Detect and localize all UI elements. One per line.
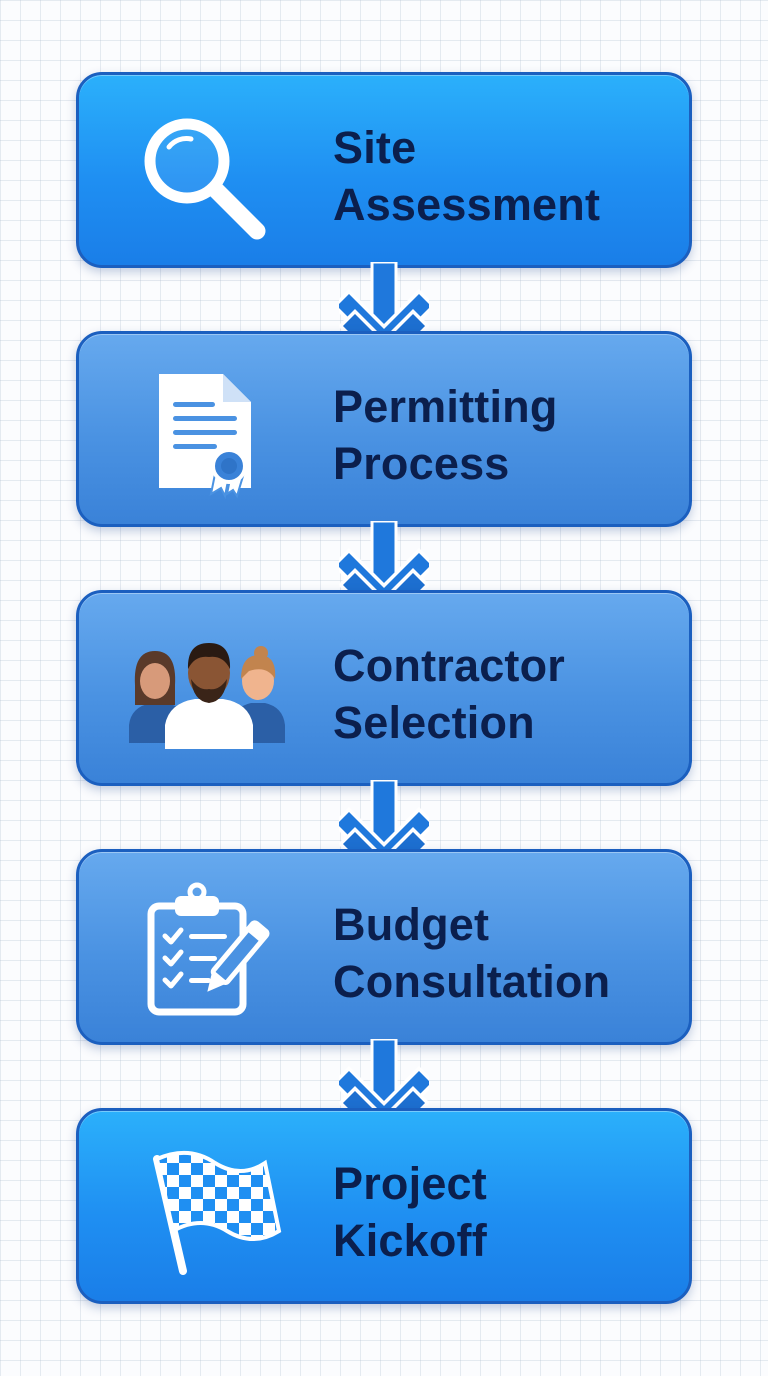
step-label-line1: Contractor [333, 640, 566, 691]
step-contractor-selection: Contractor Selection [76, 590, 692, 786]
step-label-line2: Selection [333, 697, 535, 748]
step-permitting-process: Permitting Process [76, 331, 692, 527]
step-label-line2: Kickoff [333, 1215, 487, 1266]
step-label-line2: Process [333, 438, 510, 489]
team-people-icon [119, 621, 289, 761]
step-label-line1: Permitting [333, 381, 558, 432]
magnifying-glass-icon [119, 103, 289, 243]
certificate-document-icon [119, 362, 289, 502]
checkered-flag-icon [119, 1139, 289, 1279]
step-site-assessment: Site Assessment [76, 72, 692, 268]
clipboard-checklist-icon [119, 880, 289, 1020]
step-label-line2: Consultation [333, 956, 611, 1007]
step-label-line1: Project [333, 1158, 487, 1209]
step-label-line1: Budget [333, 899, 490, 950]
step-label-line2: Assessment [333, 179, 601, 230]
step-label: Contractor Selection [333, 637, 673, 751]
step-label-line1: Site [333, 122, 417, 173]
step-label: Project Kickoff [333, 1155, 673, 1269]
step-project-kickoff: Project Kickoff [76, 1108, 692, 1304]
step-label: Budget Consultation [333, 896, 673, 1010]
step-label: Permitting Process [333, 378, 673, 492]
step-budget-consultation: Budget Consultation [76, 849, 692, 1045]
step-label: Site Assessment [333, 119, 673, 233]
